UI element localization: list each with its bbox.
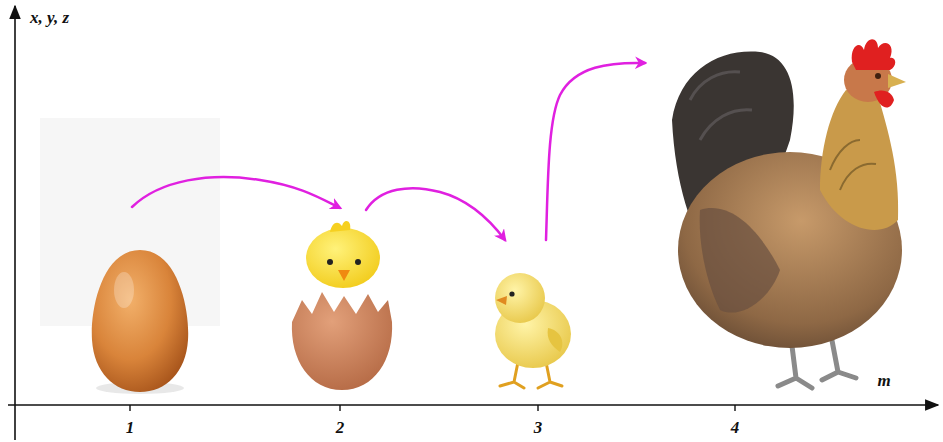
tick-label: 2 [336, 419, 345, 436]
hatching-chick-picture [292, 221, 392, 390]
arrow [132, 177, 340, 208]
egg-shell [292, 292, 392, 390]
chick-picture [495, 273, 571, 388]
egg [92, 250, 188, 392]
hen-picture [672, 39, 906, 388]
hen-wattle [874, 90, 894, 107]
tick-label: 3 [534, 419, 543, 436]
tick-label: 4 [731, 419, 740, 436]
faint-background [40, 118, 220, 326]
chick-head [306, 228, 380, 288]
tick-label: 1 [126, 419, 135, 436]
y-axis [14, 6, 16, 440]
arrow [546, 63, 645, 240]
axis-label: x, y, z [30, 9, 69, 26]
axes [8, 6, 938, 440]
egg-picture [92, 250, 188, 394]
hen-comb [852, 39, 896, 70]
x-axis [8, 404, 938, 406]
axis-label: m [877, 372, 890, 389]
axis-ticks [130, 405, 735, 411]
arrow [366, 188, 505, 240]
chick-head [495, 273, 545, 323]
progression-arrows [132, 63, 645, 240]
hen-neck [820, 90, 898, 230]
